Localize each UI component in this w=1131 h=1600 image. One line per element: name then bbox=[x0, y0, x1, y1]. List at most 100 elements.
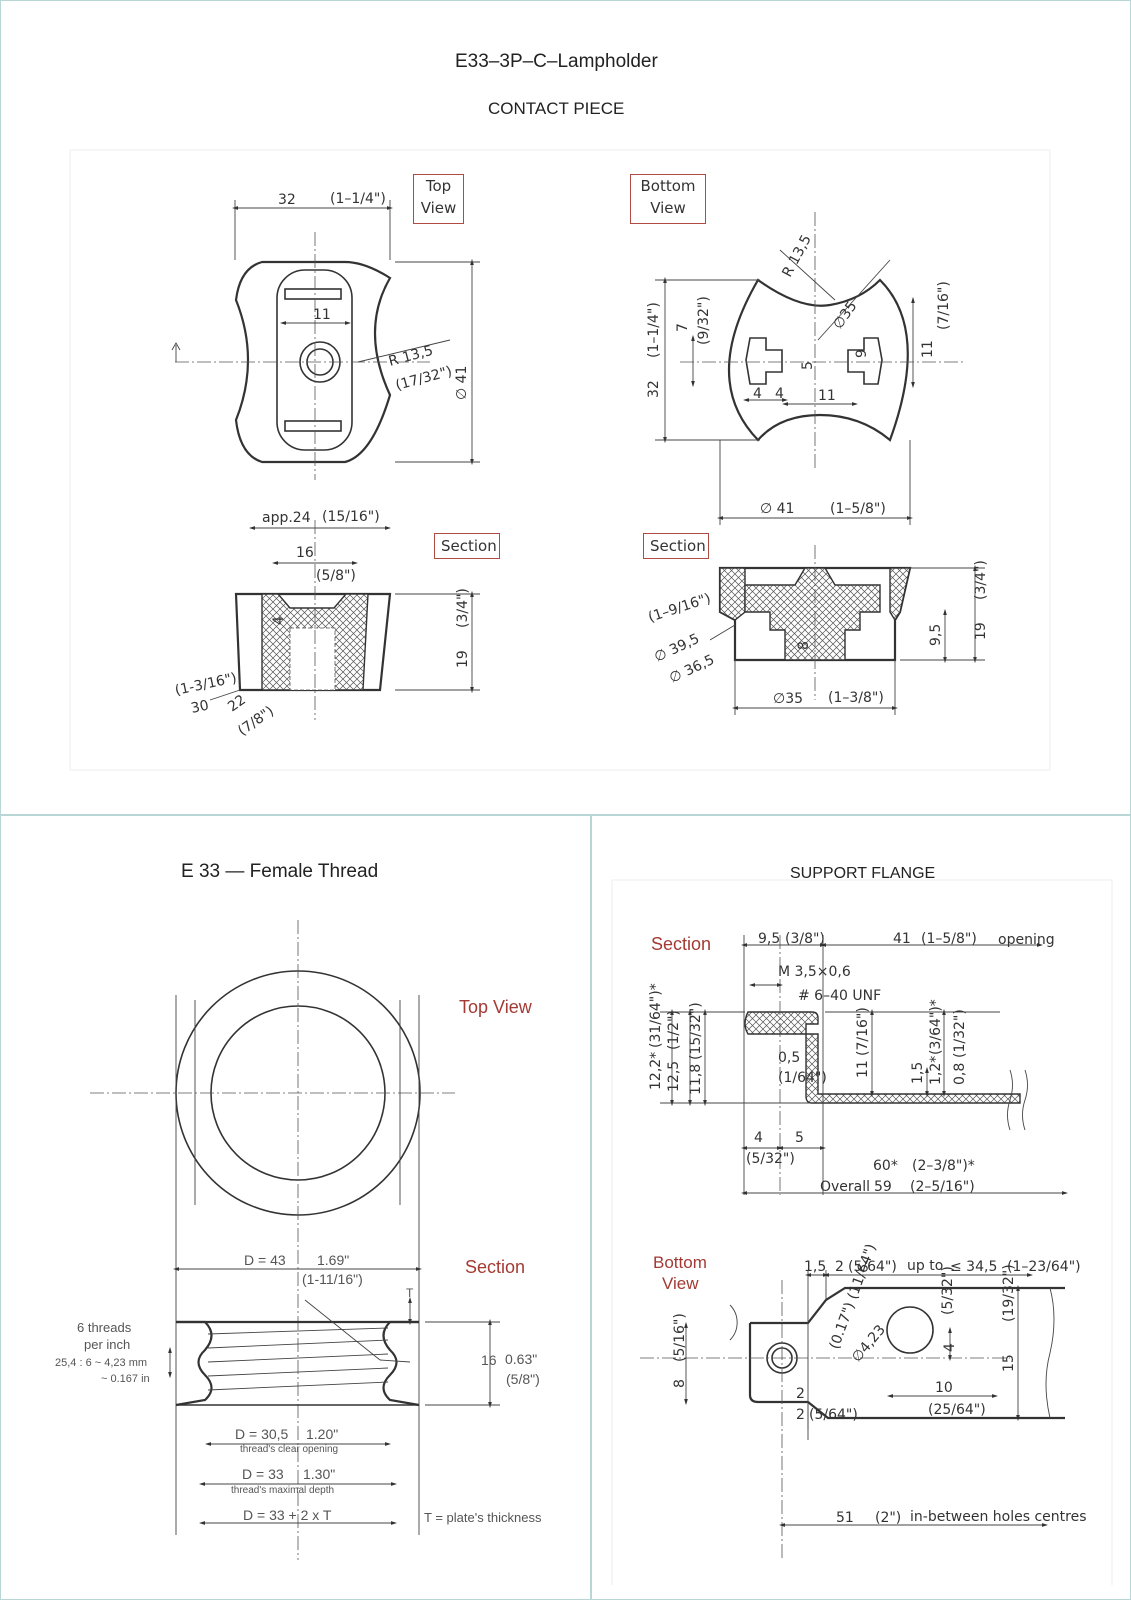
f-w60: 60* bbox=[873, 1158, 898, 1174]
left-d30: 30 bbox=[190, 698, 211, 717]
fb-upto: up to bbox=[907, 1258, 943, 1274]
thread-profile-right bbox=[382, 1320, 420, 1407]
flange-section-profile bbox=[744, 1011, 1021, 1104]
bottom-dia41-in: (1–5/8") bbox=[830, 501, 886, 517]
f-t05-in: (1/64") bbox=[778, 1070, 827, 1086]
thread-d43-in: 1.69" bbox=[317, 1252, 350, 1268]
thread-t-label: T bbox=[406, 1286, 414, 1300]
contact-piece-drawings: 32 (1–1/4") 11 R 13,5 (17/32") ∅ 41 R 13… bbox=[69, 149, 1051, 771]
flange-bottom-view-label-2: View bbox=[662, 1274, 699, 1293]
bottom-h7: 7 bbox=[675, 323, 691, 332]
thread-section-label: Section bbox=[465, 1257, 526, 1277]
thread-h16-in2: (5/8") bbox=[506, 1371, 540, 1387]
bottom-dia41: ∅ 41 bbox=[760, 501, 794, 517]
f-t05: 0,5 bbox=[778, 1050, 800, 1066]
flange-section-label: Section bbox=[651, 934, 712, 954]
f-41-in: (1–5/8") bbox=[921, 931, 977, 947]
left-h19-in: (3/4") bbox=[455, 588, 471, 628]
right-dia35-in: (1–3/8") bbox=[828, 690, 884, 706]
f-h125-in: (1/2") bbox=[666, 1010, 682, 1050]
right-section-hatch bbox=[719, 567, 746, 621]
left-w16-in: (5/8") bbox=[316, 568, 356, 584]
top-width-mm: 32 bbox=[278, 192, 296, 208]
lampholder-title: E33–3P–C–Lampholder bbox=[455, 51, 658, 72]
bottom-h7-in: (9/32") bbox=[696, 296, 712, 345]
fb-8-in: (5/16") bbox=[672, 1313, 688, 1362]
fb-10-in: (25/64") bbox=[928, 1402, 986, 1418]
f-overall: Overall bbox=[820, 1179, 870, 1195]
thread-per-inch: per inch bbox=[84, 1337, 131, 1352]
f-opening: opening bbox=[998, 932, 1055, 948]
bottom-view-outline bbox=[727, 278, 909, 442]
section-label-right: Section bbox=[643, 533, 709, 559]
female-thread-title: E 33 — Female Thread bbox=[181, 861, 379, 882]
fb-2b: 2 bbox=[796, 1407, 805, 1423]
flange-bottom-view-label-1: Bottom bbox=[653, 1253, 707, 1272]
left-app24-in: (15/16") bbox=[322, 509, 380, 525]
f-h11: 11 bbox=[855, 1060, 871, 1078]
f-95: 9,5 bbox=[758, 931, 780, 947]
f-w4-in: (5/32") bbox=[746, 1151, 795, 1167]
thread-d33t: D = 33 + 2 x T bbox=[243, 1507, 332, 1523]
fb-2-in: (5/64") bbox=[848, 1259, 897, 1275]
contact-piece-panel bbox=[0, 0, 1131, 815]
thread-d33-in: 1.30" bbox=[303, 1466, 336, 1482]
bottom-h32-in: (1–1/4") bbox=[646, 302, 662, 358]
female-thread-panel bbox=[0, 815, 591, 1600]
left-w16: 16 bbox=[296, 545, 314, 561]
top-width-in: (1–1/4") bbox=[330, 191, 386, 207]
right-h8: 8 bbox=[796, 641, 812, 650]
thread-count: 6 threads bbox=[77, 1320, 132, 1335]
slot-width: 11 bbox=[313, 307, 331, 323]
f-h08: 0,8 bbox=[952, 1063, 968, 1085]
f-w4: 4 bbox=[754, 1130, 763, 1146]
fb-v4: 4 bbox=[942, 1343, 958, 1352]
bottom-h11: 11 bbox=[920, 340, 936, 358]
f-h125: 12,5 bbox=[666, 1061, 682, 1092]
left-h19: 19 bbox=[455, 650, 471, 668]
fb-15: 1,5 bbox=[804, 1259, 826, 1275]
f-h118-in: (15/32") bbox=[688, 1002, 704, 1060]
f-h08-in: (1/32") bbox=[952, 1009, 968, 1058]
thread-h16-in: 0.63" bbox=[505, 1351, 538, 1367]
f-h12-in: (3/64")* bbox=[928, 999, 944, 1055]
fb-345: ≤ 34,5 bbox=[950, 1259, 997, 1275]
thread-pitch-in: ~ 0.167 in bbox=[101, 1373, 150, 1385]
fb-51: 51 bbox=[836, 1510, 854, 1526]
f-h118: 11,8 bbox=[688, 1064, 704, 1095]
thread-pitch-mm: 25,4 : 6 ~ 4,23 mm bbox=[55, 1357, 148, 1369]
bottom-h5: 5 bbox=[800, 361, 816, 370]
fb-v4-in: (5/32") bbox=[940, 1266, 956, 1315]
f-95-in: (3/8") bbox=[785, 931, 825, 947]
fb-2b-in: (5/64") bbox=[809, 1407, 858, 1423]
f-h122: 12,2* bbox=[648, 1052, 664, 1090]
thread-top-view-label: Top View bbox=[459, 997, 532, 1017]
thread-max-depth: thread's maximal depth bbox=[231, 1485, 335, 1496]
f-w59-in: (2–5/16") bbox=[910, 1179, 975, 1195]
f-h122-in: (31/64")* bbox=[648, 983, 664, 1048]
thread-d33: D = 33 bbox=[242, 1466, 284, 1482]
thread-d43: D = 43 bbox=[244, 1252, 286, 1268]
right-dia35: ∅35 bbox=[773, 691, 803, 707]
bottom-h11-in: (7/16") bbox=[936, 281, 952, 330]
bottom-w4b: 4 bbox=[775, 386, 784, 402]
fb-d423: ∅4,23 bbox=[849, 1322, 889, 1366]
fb-15v-in: (19/32") bbox=[1001, 1264, 1017, 1322]
bottom-w11: 11 bbox=[818, 388, 836, 404]
thread-d305: D = 30,5 bbox=[235, 1426, 289, 1442]
f-w60-in: (2–3/8")* bbox=[912, 1158, 975, 1174]
f-h11-in: (7/16") bbox=[855, 1007, 871, 1056]
right-h95: 9,5 bbox=[928, 624, 944, 646]
thread-t-note: T = plate's thickness bbox=[424, 1510, 542, 1525]
thread-clear-opening: thread's clear opening bbox=[240, 1444, 339, 1455]
support-flange-title: SUPPORT FLANGE bbox=[790, 865, 936, 882]
bottom-w4a: 4 bbox=[753, 386, 762, 402]
thread-d43-in2: (1-11/16") bbox=[302, 1271, 363, 1287]
f-w59: 59 bbox=[874, 1179, 892, 1195]
thread-d305-in: 1.20" bbox=[306, 1426, 339, 1442]
right-h19-in: (3/4") bbox=[973, 560, 989, 600]
